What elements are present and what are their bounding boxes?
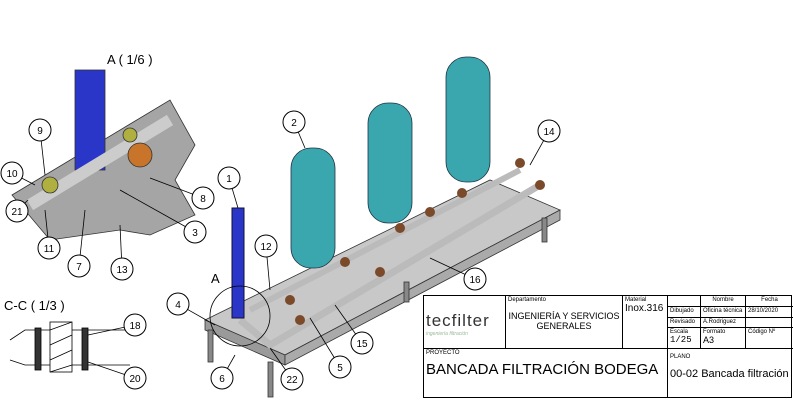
valves bbox=[285, 158, 545, 325]
leader-line bbox=[79, 209, 86, 256]
balloon-circle bbox=[37, 236, 61, 260]
balloon-circle bbox=[0, 161, 24, 185]
balloon-circle bbox=[463, 267, 487, 291]
balloon-circle bbox=[5, 199, 29, 223]
filter-tanks bbox=[290, 56, 491, 269]
balloon-9: 9 bbox=[28, 118, 52, 176]
balloon-5: 5 bbox=[309, 317, 352, 379]
balloon-label: 2 bbox=[291, 118, 297, 129]
balloon-circle bbox=[166, 292, 190, 316]
leader-line bbox=[334, 304, 356, 335]
balloon-label: 7 bbox=[76, 262, 82, 273]
balloon-label: 5 bbox=[337, 363, 343, 374]
balloon-label: 8 bbox=[200, 194, 206, 205]
leader-line bbox=[24, 199, 29, 204]
balloon-label: 14 bbox=[543, 127, 555, 138]
balloon-label: 15 bbox=[356, 339, 368, 350]
leader-line bbox=[269, 347, 286, 371]
leader-line bbox=[119, 224, 122, 259]
balloon-20: 20 bbox=[87, 361, 147, 390]
detail-a-view bbox=[11, 69, 196, 241]
leader-line bbox=[227, 354, 236, 369]
balloon-circle bbox=[280, 367, 304, 391]
balloon-label: 4 bbox=[175, 300, 181, 311]
balloon-22: 22 bbox=[269, 347, 304, 391]
balloon-12: 12 bbox=[254, 234, 278, 291]
section-cc-title: C-C ( 1/3 ) bbox=[4, 298, 65, 313]
leader-line bbox=[309, 317, 335, 358]
logo-cell: tecfilter ingeniería filtración bbox=[424, 296, 506, 349]
balloon-13: 13 bbox=[110, 224, 134, 281]
leader-line bbox=[231, 188, 239, 209]
balloon-circle bbox=[254, 234, 278, 258]
balloon-circle bbox=[282, 110, 306, 134]
balloon-11: 11 bbox=[37, 209, 61, 260]
balloon-circle bbox=[123, 313, 147, 337]
leader-line bbox=[21, 177, 36, 186]
leader-line bbox=[87, 361, 125, 375]
title-block: tecfilter ingeniería filtración Departam… bbox=[423, 295, 793, 398]
balloon-label: 10 bbox=[6, 169, 18, 180]
balloon-circle bbox=[67, 254, 91, 278]
balloon-circle bbox=[537, 119, 561, 143]
leader-line bbox=[119, 189, 186, 227]
balloon-circle bbox=[191, 186, 215, 210]
balloon-8: 8 bbox=[149, 177, 215, 210]
balloon-16: 16 bbox=[429, 257, 487, 291]
balloon-circle bbox=[183, 220, 207, 244]
balloon-circle bbox=[28, 118, 52, 142]
leader-line bbox=[529, 140, 544, 166]
leader-line bbox=[149, 177, 193, 195]
balloon-label: 16 bbox=[469, 275, 481, 286]
balloon-4: 4 bbox=[166, 292, 216, 326]
logo: tecfilter bbox=[426, 311, 490, 330]
project-title: BANCADA FILTRACIÓN BODEGA bbox=[426, 361, 659, 378]
balloon-7: 7 bbox=[67, 209, 91, 278]
balloon-circle bbox=[217, 166, 241, 190]
balloon-label: 13 bbox=[116, 265, 128, 276]
balloon-label: 18 bbox=[129, 321, 141, 332]
balloon-14: 14 bbox=[529, 119, 561, 166]
detail-a-marker: A bbox=[211, 271, 220, 286]
drawing-number: 00-02 Bancada filtración bbox=[670, 368, 789, 380]
pipes bbox=[237, 167, 542, 350]
leader-line bbox=[187, 309, 216, 326]
balloon-circle bbox=[110, 257, 134, 281]
balloon-label: 6 bbox=[219, 374, 225, 385]
leader-line bbox=[87, 326, 125, 336]
balloon-circle bbox=[328, 355, 352, 379]
balloon-3: 3 bbox=[119, 189, 207, 244]
balloon-circle bbox=[210, 366, 234, 390]
balloon-circle bbox=[350, 331, 374, 355]
leader-line bbox=[266, 256, 271, 291]
detail-a-title: A ( 1/6 ) bbox=[107, 52, 153, 67]
column-filter bbox=[231, 207, 245, 319]
detail-a-circle bbox=[209, 285, 271, 347]
leader-line bbox=[297, 131, 306, 149]
section-cc-view bbox=[9, 321, 130, 373]
balloon-label: 20 bbox=[129, 374, 141, 385]
balloon-21: 21 bbox=[5, 199, 29, 223]
leader-line bbox=[429, 257, 466, 275]
balloon-18: 18 bbox=[87, 313, 147, 337]
balloon-label: 11 bbox=[44, 244, 55, 255]
balloon-label: 21 bbox=[11, 207, 23, 218]
balloon-15: 15 bbox=[334, 304, 374, 355]
balloon-2: 2 bbox=[282, 110, 306, 149]
leader-line bbox=[44, 209, 49, 238]
balloon-6: 6 bbox=[210, 354, 236, 390]
balloon-circle bbox=[123, 366, 147, 390]
balloon-10: 10 bbox=[0, 161, 36, 186]
balloon-label: 3 bbox=[192, 228, 198, 239]
balloon-label: 1 bbox=[226, 174, 232, 185]
balloon-label: 22 bbox=[286, 375, 298, 386]
leader-line bbox=[40, 140, 46, 176]
balloon-1: 1 bbox=[217, 166, 241, 209]
balloon-label: 12 bbox=[260, 242, 272, 253]
balloon-label: 9 bbox=[37, 126, 43, 137]
